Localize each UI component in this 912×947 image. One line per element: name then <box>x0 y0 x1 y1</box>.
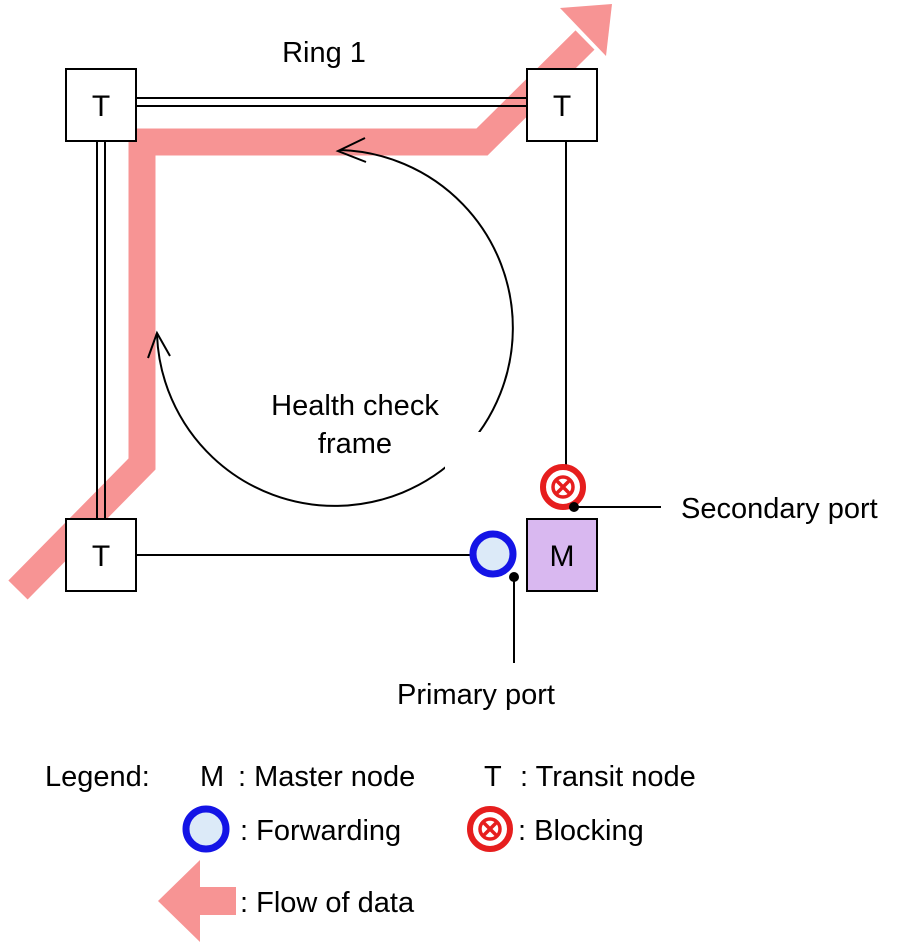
health-check-label-line2: frame <box>318 428 392 460</box>
secondary-port-label: Secondary port <box>681 493 878 525</box>
legend-flow-arrow-icon <box>158 860 236 942</box>
secondary-port-callout <box>569 502 661 512</box>
legend-transit-symbol: T <box>484 761 502 793</box>
node-bottom-left-label: T <box>92 540 110 573</box>
node-master-label: M <box>550 540 575 573</box>
blocking-port-icon <box>540 464 586 510</box>
node-top-right: T <box>526 68 598 142</box>
node-master: M <box>526 518 598 592</box>
ring-links <box>96 97 567 556</box>
health-check-arrowhead-top <box>335 137 367 163</box>
node-top-left: T <box>65 68 137 142</box>
legend-master-symbol: M <box>200 761 224 793</box>
legend-forwarding-icon <box>182 805 230 853</box>
health-check-label-line1: Health check <box>271 390 439 422</box>
primary-port-callout <box>509 572 519 663</box>
data-flow-path <box>8 4 612 600</box>
forwarding-port-icon <box>469 530 517 578</box>
node-top-left-label: T <box>92 90 110 123</box>
legend-master-text: : Master node <box>238 761 415 793</box>
legend: Legend: M : Master node T : Transit node… <box>45 761 696 942</box>
node-bottom-left: T <box>65 518 137 592</box>
legend-forwarding-text: : Forwarding <box>240 815 401 847</box>
arc-gap <box>445 432 485 472</box>
legend-flow-text: : Flow of data <box>240 887 415 919</box>
legend-transit-text: : Transit node <box>520 761 696 793</box>
health-check-arrowhead-left <box>147 330 171 359</box>
data-flow-arrowhead <box>560 4 612 56</box>
legend-blocking-icon <box>467 806 513 852</box>
legend-title: Legend: <box>45 761 150 793</box>
primary-port-label: Primary port <box>397 679 555 711</box>
node-top-right-label: T <box>553 90 571 123</box>
ring-label: Ring 1 <box>282 37 366 69</box>
legend-blocking-text: : Blocking <box>518 815 644 847</box>
